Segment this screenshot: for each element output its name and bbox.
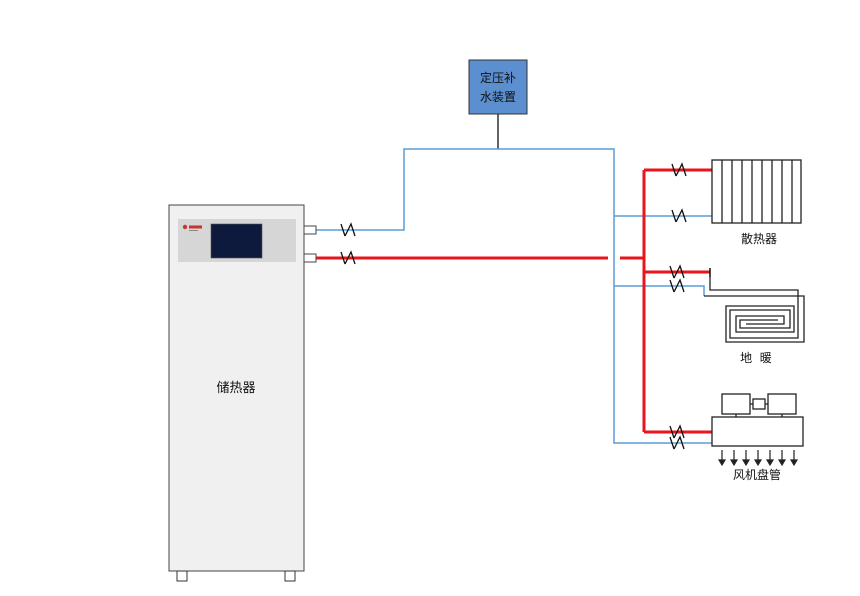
fan-coil-label: 风机盘管 [733,467,781,482]
tank-foot-right [284,570,296,582]
radiator-label: 散热器 [741,231,777,246]
valve-floor-return[interactable] [669,278,685,293]
return-pipe-main [316,148,712,444]
tank-foot-left [176,570,188,582]
valve-radiator-return[interactable] [671,208,687,223]
return-pipe-network [316,148,712,444]
valve-fancoil-supply[interactable] [669,424,685,439]
fan-coil-unit: 风机盘管 [711,393,804,482]
fan-coil-body [711,416,804,447]
floor-heating-coil: 地 暖 [704,277,805,365]
storage-heater: 储热器 [168,204,317,582]
fan-coil-motor-right [767,393,797,415]
return-pipe-floor-drop [700,285,705,296]
tank-display-screen [210,223,263,259]
radiator-body [711,159,802,224]
tank-outlet-supply [303,253,317,263]
fan-coil-motor-left [721,393,751,415]
fan-coil-motor-center [752,398,766,410]
valve-tank-supply[interactable] [340,250,356,265]
floor-coil-outer [704,295,805,343]
pressure-makeup-unit: 定压补 水装置 [468,59,528,149]
pressure-unit-label-line2: 水装置 [480,90,516,104]
valve-tank-return[interactable] [340,222,356,237]
valve-radiator-supply[interactable] [671,162,687,177]
supply-pipe-network [316,168,712,434]
tank-outlet-return [303,225,317,235]
brand-logo [182,224,202,231]
radiator: 散热器 [711,159,802,246]
tank-body [168,204,305,572]
valve-floor-supply[interactable] [669,264,685,279]
storage-heater-label: 储热器 [216,381,255,396]
pressure-unit-label-line1: 定压补 [480,70,516,85]
radiator-fins [721,160,793,223]
pressure-unit-box [468,59,528,115]
airflow-arrows [717,450,799,467]
valves [340,162,711,450]
floor-heating-label: 地 暖 [740,351,772,365]
valve-fancoil-return[interactable] [669,435,685,450]
floor-coil-inner [709,277,799,339]
